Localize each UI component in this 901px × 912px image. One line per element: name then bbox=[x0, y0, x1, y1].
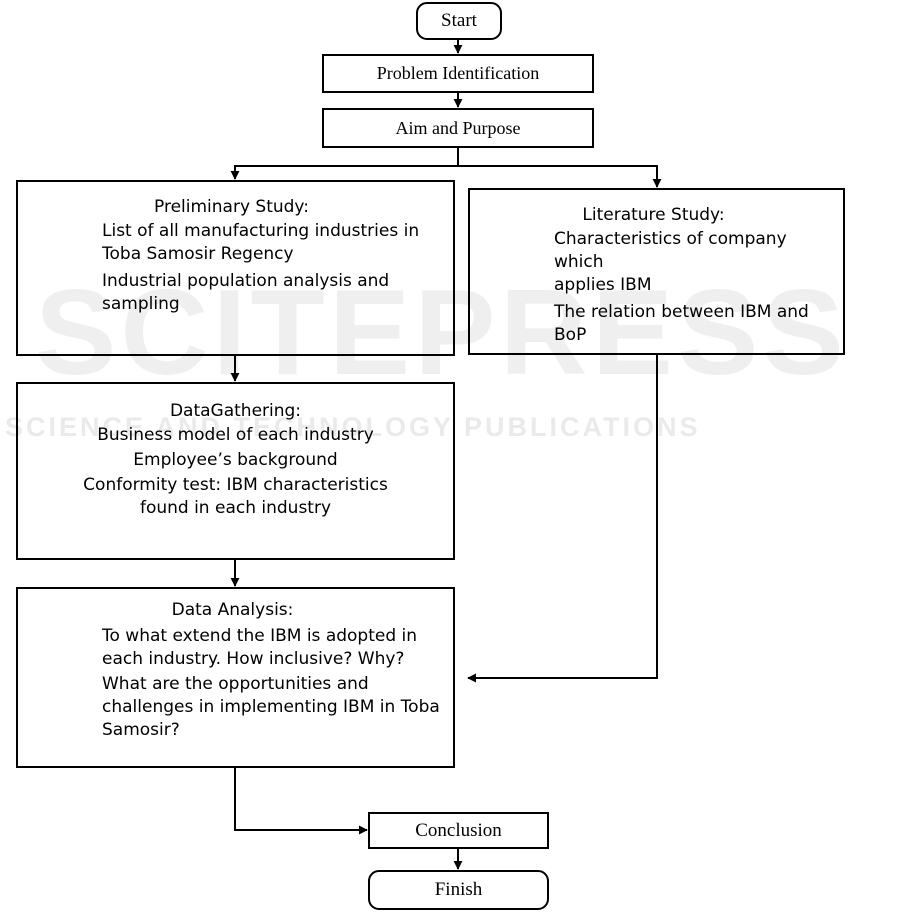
conclusion-node: Conclusion bbox=[368, 812, 549, 849]
literature-line: applies IBM bbox=[554, 275, 652, 295]
gathering-line: found in each industry bbox=[139, 498, 332, 518]
data-analysis-title: Data Analysis: bbox=[171, 600, 294, 620]
watermark-logo: SCITEPRESS bbox=[35, 264, 848, 400]
gathering-line: Conformity test: IBM characteristics bbox=[83, 475, 388, 495]
analysis-line: What are the opportunities and bbox=[102, 674, 369, 694]
literature-line: The relation between IBM and bbox=[554, 302, 809, 322]
aim-purpose-label: Aim and Purpose bbox=[395, 117, 521, 138]
literature-study-node: Literature Study: Characteristics of com… bbox=[468, 188, 845, 355]
problem-identification-label: Problem Identification bbox=[376, 63, 540, 83]
arrow-analysis-to-conclusion bbox=[234, 767, 368, 835]
preliminary-study-title: Preliminary Study: bbox=[154, 197, 309, 217]
conclusion-label: Conclusion bbox=[415, 819, 502, 841]
preliminary-line: List of all manufacturing industries in bbox=[102, 221, 420, 241]
analysis-line: challenges in implementing IBM in Toba bbox=[102, 697, 440, 717]
literature-study-title: Literature Study: bbox=[582, 205, 725, 225]
start-node: Start bbox=[416, 2, 502, 40]
data-gathering-node: DataGathering: Business model of each in… bbox=[16, 382, 455, 560]
analysis-line: Samosir? bbox=[102, 720, 180, 740]
gathering-line: Employee’s background bbox=[133, 450, 338, 470]
literature-line: BoP bbox=[554, 325, 587, 345]
gathering-line: Business model of each industry bbox=[97, 425, 374, 445]
preliminary-study-node: Preliminary Study: List of all manufactu… bbox=[16, 180, 455, 356]
analysis-line: To what extend the IBM is adopted in bbox=[102, 626, 418, 646]
arrow-literature-to-analysis bbox=[467, 355, 658, 683]
preliminary-line: Industrial population analysis and bbox=[102, 271, 390, 291]
finish-node: Finish bbox=[368, 870, 549, 910]
preliminary-line: Toba Samosir Regency bbox=[102, 244, 294, 264]
analysis-line: each industry. How inclusive? Why? bbox=[102, 649, 405, 669]
data-gathering-title: DataGathering: bbox=[169, 401, 302, 421]
literature-line: Characteristics of company which bbox=[554, 229, 787, 272]
problem-identification-node: Problem Identification bbox=[322, 54, 594, 93]
preliminary-line: sampling bbox=[102, 294, 180, 314]
watermark-subtitle: SCIENCE AND TECHNOLOGY PUBLICATIONS bbox=[5, 412, 701, 442]
arrow-aim-to-literature bbox=[458, 165, 662, 188]
data-analysis-node: Data Analysis: To what extend the IBM is… bbox=[16, 587, 455, 768]
arrow-aim-to-preliminary bbox=[230, 148, 459, 180]
finish-label: Finish bbox=[434, 879, 483, 900]
aim-purpose-node: Aim and Purpose bbox=[322, 108, 594, 148]
start-label: Start bbox=[441, 10, 477, 31]
